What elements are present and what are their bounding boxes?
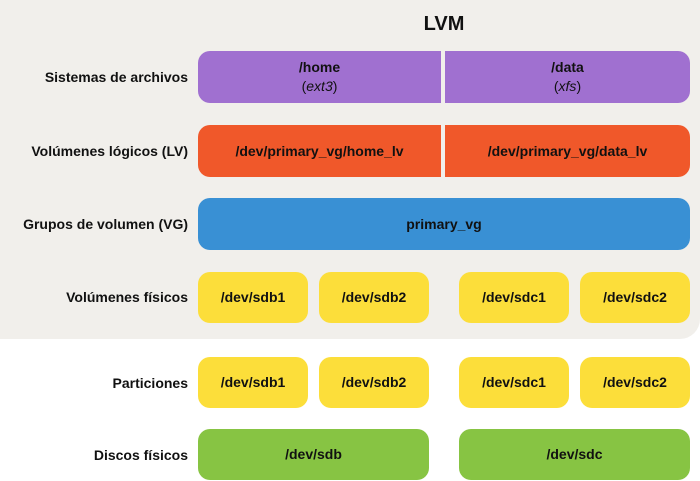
physical-volume-sdc2: /dev/sdc2: [580, 272, 690, 323]
logical-volume-label: /dev/primary_vg/home_lv: [235, 142, 404, 159]
physical-volume-label: /dev/sdb2: [341, 289, 407, 305]
logical-volume-label: /dev/primary_vg/data_lv: [487, 142, 648, 159]
partition-sdc2: /dev/sdc2: [580, 357, 690, 408]
physical-disk-sdb: /dev/sdb: [198, 429, 429, 480]
physical-disk-sdc: /dev/sdc: [459, 429, 690, 480]
label-physical-volumes: Volúmenes físicos: [66, 289, 188, 305]
filesystem-type-label: (ext3): [301, 78, 338, 94]
diagram-title: LVM: [423, 13, 465, 35]
label-volume-groups: Grupos de volumen (VG): [23, 216, 188, 232]
label-logical-volumes: Volúmenes lógicos (LV): [31, 143, 188, 159]
partition-label: /dev/sdc1: [482, 374, 546, 390]
label-partitions: Particiones: [112, 375, 188, 391]
partition-sdb1: /dev/sdb1: [198, 357, 308, 408]
filesystem-home: /home (ext3): [198, 51, 441, 103]
physical-volume-label: /dev/sdc2: [603, 289, 667, 305]
logical-volume-home: /dev/primary_vg/home_lv: [198, 125, 441, 177]
partition-sdc1: /dev/sdc1: [459, 357, 569, 408]
physical-volume-sdb2: /dev/sdb2: [319, 272, 429, 323]
volume-group-primary: primary_vg: [198, 198, 690, 250]
physical-volume-sdc1: /dev/sdc1: [459, 272, 569, 323]
label-filesystems: Sistemas de archivos: [44, 69, 188, 85]
filesystem-data: /data (xfs): [445, 51, 690, 103]
partition-label: /dev/sdb1: [220, 374, 286, 390]
physical-disk-label: /dev/sdc: [546, 446, 603, 462]
label-physical-disks: Discos físicos: [93, 447, 188, 463]
filesystem-type-label: (xfs): [553, 78, 582, 94]
partition-label: /dev/sdb2: [341, 374, 407, 390]
partition-label: /dev/sdc2: [603, 374, 667, 390]
filesystem-mount-label: /data: [551, 59, 584, 75]
filesystem-mount-label: /home: [298, 59, 341, 75]
physical-volume-label: /dev/sdc1: [482, 289, 546, 305]
volume-group-label: primary_vg: [406, 215, 482, 232]
physical-disk-label: /dev/sdb: [285, 446, 342, 462]
physical-volume-sdb1: /dev/sdb1: [198, 272, 308, 323]
partition-sdb2: /dev/sdb2: [319, 357, 429, 408]
logical-volume-data: /dev/primary_vg/data_lv: [445, 125, 690, 177]
physical-volume-label: /dev/sdb1: [220, 289, 286, 305]
